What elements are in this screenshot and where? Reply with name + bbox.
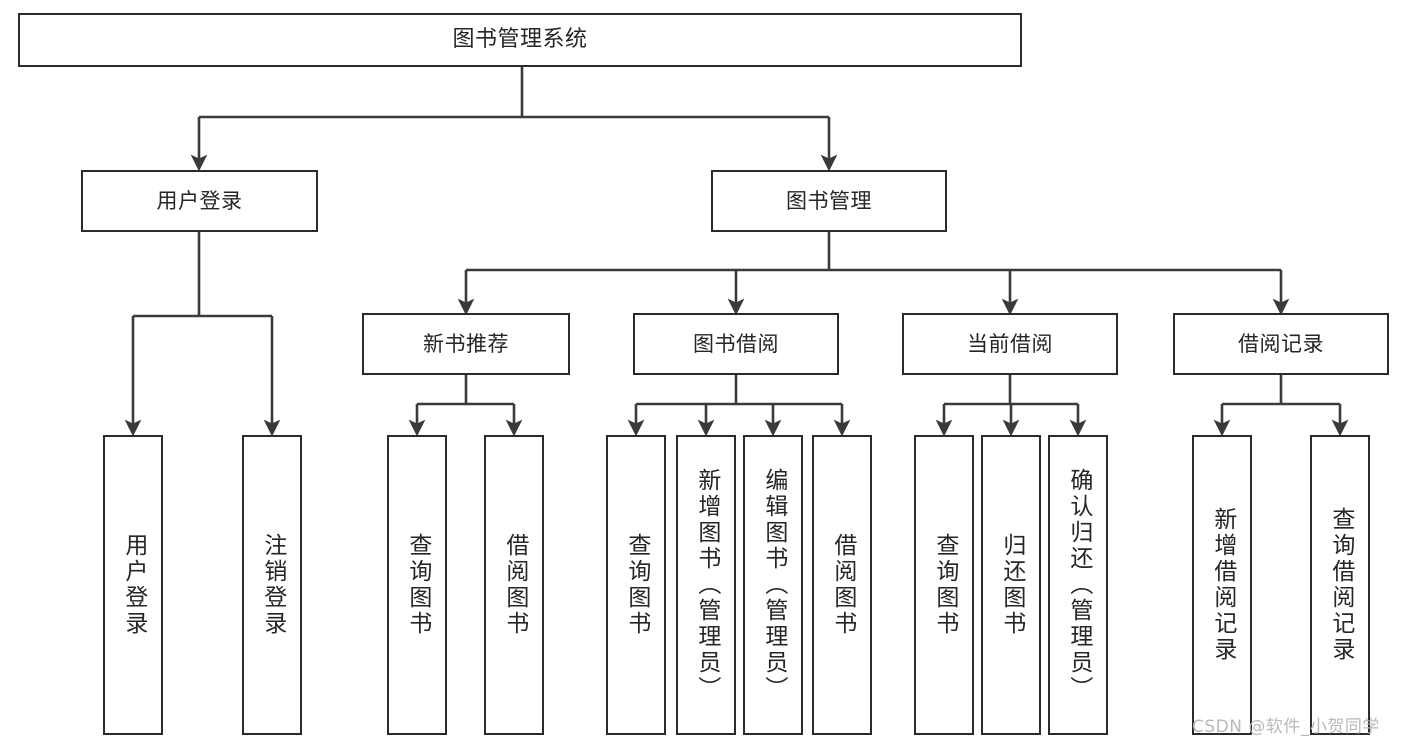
leaf-borrow-book-2[interactable]: 借阅图书 bbox=[812, 435, 872, 735]
leaf-query-book-2-label: 查询图书 bbox=[623, 533, 650, 637]
node-root-label: 图书管理系统 bbox=[452, 27, 588, 52]
leaf-edit-book-admin[interactable]: 编辑图书（管理员） bbox=[743, 435, 803, 735]
leaf-user-login[interactable]: 用户登录 bbox=[103, 435, 163, 735]
node-current-borrow[interactable]: 当前借阅 bbox=[902, 313, 1118, 375]
leaf-query-book-2[interactable]: 查询图书 bbox=[606, 435, 666, 735]
leaf-user-login-label: 用户登录 bbox=[120, 533, 147, 637]
node-current-borrow-label: 当前借阅 bbox=[967, 331, 1053, 356]
leaf-logout-login-label: 注销登录 bbox=[259, 533, 286, 637]
leaf-confirm-return-admin[interactable]: 确认归还（管理员） bbox=[1048, 435, 1108, 735]
node-book-borrow-label: 图书借阅 bbox=[693, 331, 779, 356]
leaf-query-book-1[interactable]: 查询图书 bbox=[387, 435, 447, 735]
node-borrow-record-label: 借阅记录 bbox=[1238, 331, 1324, 356]
leaf-add-borrow-record[interactable]: 新增借阅记录 bbox=[1192, 435, 1252, 735]
leaf-edit-book-admin-label: 编辑图书（管理员） bbox=[760, 468, 787, 702]
leaf-borrow-book-1-label: 借阅图书 bbox=[501, 533, 528, 637]
node-user-login[interactable]: 用户登录 bbox=[81, 170, 318, 232]
leaf-query-book-3[interactable]: 查询图书 bbox=[914, 435, 974, 735]
leaf-borrow-book-1[interactable]: 借阅图书 bbox=[484, 435, 544, 735]
leaf-add-book-admin[interactable]: 新增图书（管理员） bbox=[676, 435, 736, 735]
leaf-add-book-admin-label: 新增图书（管理员） bbox=[693, 468, 720, 702]
leaf-add-borrow-record-label: 新增借阅记录 bbox=[1209, 507, 1236, 663]
leaf-query-borrow-record-label: 查询借阅记录 bbox=[1327, 507, 1354, 663]
leaf-confirm-return-admin-label: 确认归还（管理员） bbox=[1065, 468, 1092, 702]
leaf-query-borrow-record[interactable]: 查询借阅记录 bbox=[1310, 435, 1370, 735]
node-borrow-record[interactable]: 借阅记录 bbox=[1173, 313, 1389, 375]
node-root[interactable]: 图书管理系统 bbox=[18, 13, 1022, 67]
leaf-query-book-1-label: 查询图书 bbox=[404, 533, 431, 637]
node-book-borrow[interactable]: 图书借阅 bbox=[633, 313, 839, 375]
node-book-management[interactable]: 图书管理 bbox=[711, 170, 947, 232]
leaf-borrow-book-2-label: 借阅图书 bbox=[829, 533, 856, 637]
leaf-return-book-label: 归还图书 bbox=[998, 533, 1025, 637]
node-new-book-recommend[interactable]: 新书推荐 bbox=[362, 313, 570, 375]
csdn-watermark: CSDN @软件_小贺同学 bbox=[1192, 717, 1380, 737]
node-new-book-recommend-label: 新书推荐 bbox=[423, 331, 509, 356]
leaf-query-book-3-label: 查询图书 bbox=[931, 533, 958, 637]
leaf-return-book[interactable]: 归还图书 bbox=[981, 435, 1041, 735]
leaf-logout-login[interactable]: 注销登录 bbox=[242, 435, 302, 735]
node-book-management-label: 图书管理 bbox=[786, 188, 872, 213]
node-user-login-label: 用户登录 bbox=[156, 188, 243, 213]
